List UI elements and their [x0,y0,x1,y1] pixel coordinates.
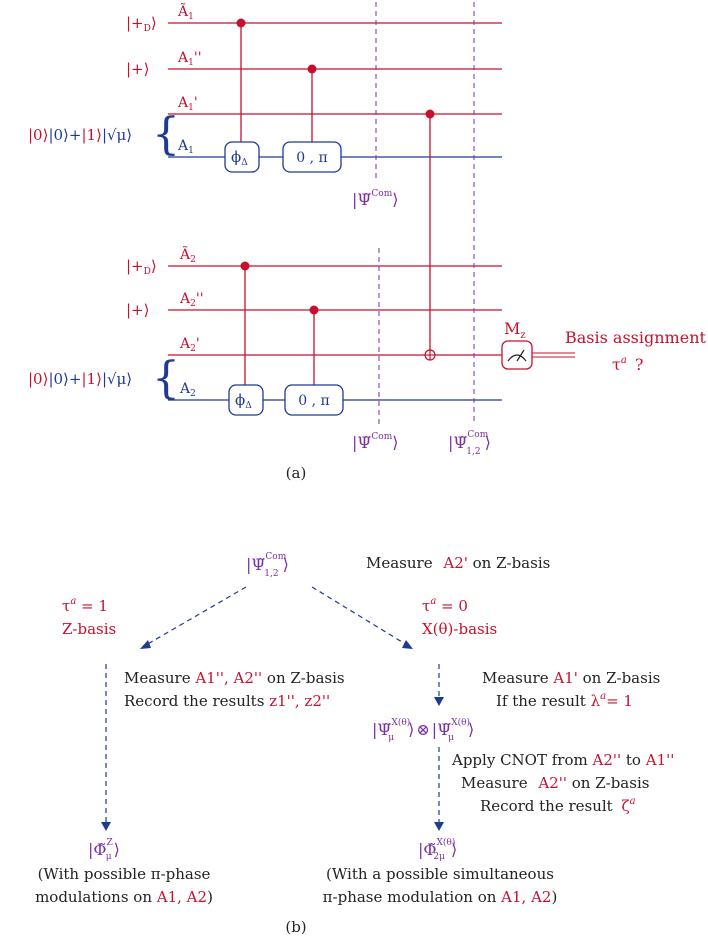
cnot-control-dot [425,109,435,119]
psi-com-1: |Ψ̃Com⟩ [352,189,399,209]
gate-phase-2-label: ϕΔ [235,391,252,411]
left-final-note2: modulations on A1, A2) [35,888,213,906]
arrow-right-down-2-head [434,822,444,831]
arrow-right-branch [311,586,408,646]
label-A2: A2 [179,381,196,399]
label-A1-tilde: Ã1 [177,2,194,22]
arrow-left-branch [145,586,247,646]
input-plusD-1: |+D⟩ [126,14,157,34]
gate-zeropi-2 [284,384,344,416]
mid-state: |Ψ̃X(θ)μ⟩⊗|Ψ̃X(θ)μ⟩ [372,717,474,743]
arrow-left-head [140,640,151,649]
right-branch-tau: τa = 0 [422,596,468,615]
control-dot-zeropi-1 [307,64,317,74]
circuit-block-1: |+D⟩ |+⟩ |0⟩|0⟩+|1⟩|√μ⟩ { Ã1 A1'' A1' A1… [28,2,502,209]
measurement-label: Mz [504,319,526,341]
right-step1-line1: Measure A1' on Z-basis [482,669,660,687]
input-coherent-2: |0⟩|0⟩+|1⟩|√μ⟩ [28,370,132,388]
caption-b: (b) [285,918,306,936]
right-final-note2: π-phase modulation on A1, A2) [323,888,558,906]
gate-phase-1-label: ϕΔ [231,148,248,168]
right-step2-line1: Apply CNOT from A2'' to A1'' [451,751,674,769]
left-step-line2: Record the results z1'', z2'' [124,692,330,710]
meter-needle [516,349,525,362]
gate-phase-1 [224,141,260,173]
label-A1-prime: A1' [177,95,198,113]
input-plusD-2: |+D⟩ [126,257,157,277]
input-plus-1: |+⟩ [126,60,149,78]
gate-phase-2 [228,384,264,416]
gate-zeropi-1-label: 0 , π [296,150,327,166]
label-A1-dprime: A1'' [177,50,202,68]
control-dot-zeropi-2 [309,305,319,315]
right-final-state: |Φ̃X(θ)2μ⟩ [418,837,457,862]
right-step2-line2: Measure A2'' on Z-basis [461,774,649,792]
left-step-line1: Measure A1'', A2'' on Z-basis [124,669,345,687]
basis-assignment-tau: τa? [612,355,643,374]
circuit-block-2: |+D⟩ |+⟩ |0⟩|0⟩+|1⟩|√μ⟩ { Ã2 A2'' A2' A2… [28,2,706,482]
arrow-left-down-head [101,822,111,831]
psi-com-2: |Ψ̃Com⟩ [352,432,399,452]
left-branch-tau: τa = 1 [62,596,108,615]
gate-zeropi-1 [282,141,342,173]
control-dot-phase-1 [236,18,246,28]
brace-2: { [152,353,180,404]
right-branch-basis: X(θ)-basis [422,620,497,638]
meter-icon [507,354,527,362]
left-branch-basis: Z-basis [62,620,116,638]
arrow-right-head [402,640,413,649]
input-coherent-1: |0⟩|0⟩+|1⟩|√μ⟩ [28,126,132,144]
brace-1: { [152,109,180,160]
control-dot-phase-2 [240,261,250,271]
arrow-right-down-1-head [434,697,444,706]
label-A2-dprime: A2'' [179,291,204,309]
label-A2-prime: A2' [179,336,200,354]
basis-assignment-text: Basis assignment [565,328,706,347]
right-final-note1: (With a possible simultaneous [326,865,554,883]
input-plus-2: |+⟩ [126,301,149,319]
caption-a: (a) [286,464,307,482]
label-A1: A1 [177,138,194,156]
left-final-note1: (With possible π-phase [38,865,211,883]
right-step1-line2: If the result λa= 1 [496,691,633,710]
right-step2-line3: Record the result ζa [480,796,636,815]
gate-zeropi-2-label: 0 , π [298,393,329,409]
label-A2-tilde: Ã2 [179,245,196,265]
top-instruction: Measure A2' on Z-basis [366,554,550,572]
